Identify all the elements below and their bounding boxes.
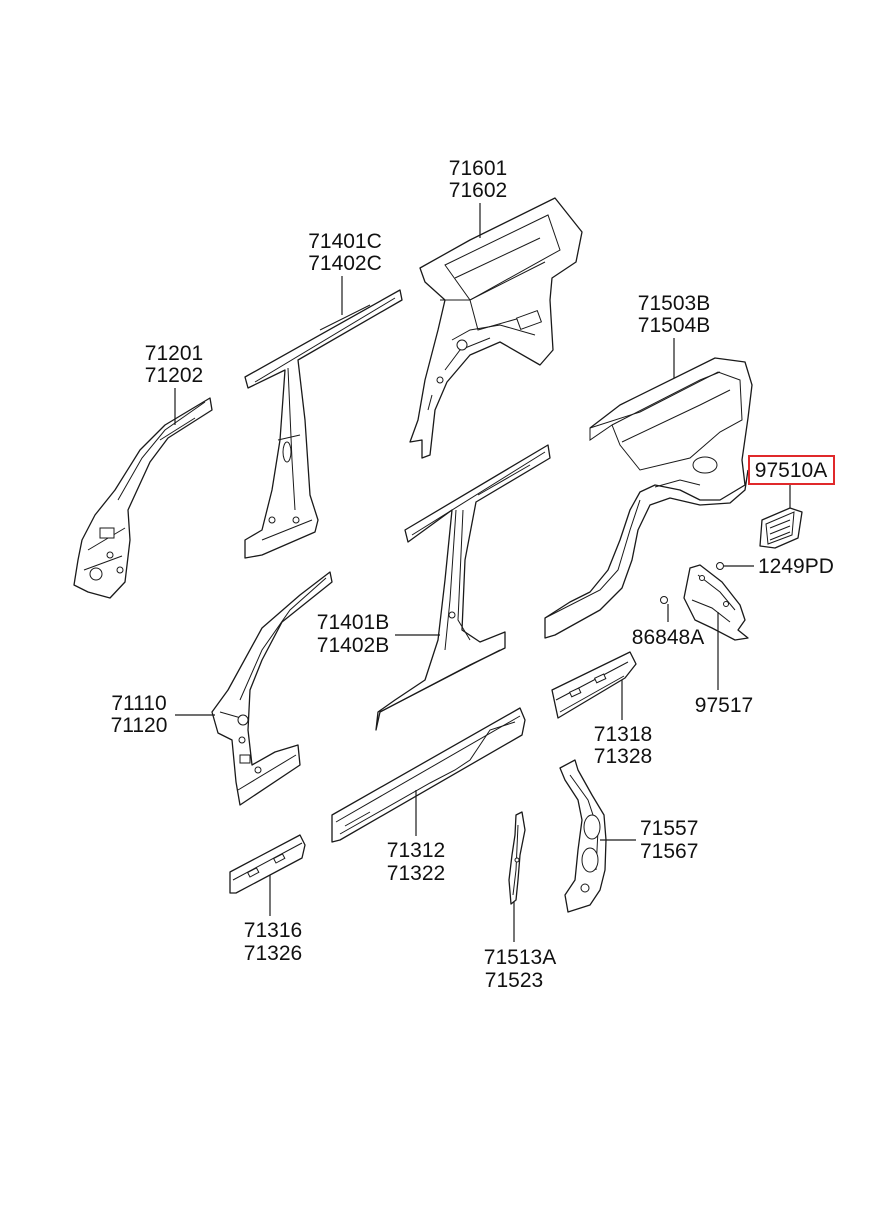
label-71318[interactable]: 71318 71328 (594, 723, 652, 768)
label-line: 71322 (387, 862, 445, 885)
label-1249PD[interactable]: 1249PD (758, 555, 834, 578)
label-line: 71201 (145, 342, 203, 365)
label-71557[interactable]: 71557 71567 (640, 817, 698, 863)
label-line: 71504B (638, 314, 710, 337)
label-line: 71567 (640, 840, 698, 863)
center-pillar-inner-drawing (244, 289, 403, 559)
label-86848A[interactable]: 86848A (632, 626, 704, 649)
label-line: 71316 (244, 919, 302, 942)
label-97510A[interactable]: 97510A (748, 455, 835, 485)
label-line: 86848A (632, 626, 704, 649)
label-71401B[interactable]: 71401B 71402B (317, 611, 389, 657)
label-71401C[interactable]: 71401C 71402C (308, 230, 382, 275)
label-71513A[interactable]: 71513A 71523 (484, 946, 556, 992)
side-sill-drawing (331, 707, 526, 843)
fuel-filler-housing-drawing (759, 507, 803, 549)
label-line: 97510A (755, 459, 827, 482)
label-line: 71326 (244, 942, 302, 965)
label-line: 71328 (594, 745, 652, 768)
label-71312[interactable]: 71312 71322 (387, 839, 445, 885)
label-71316[interactable]: 71316 71326 (244, 919, 302, 965)
sill-reinforcement-drawing (229, 834, 306, 894)
label-71201[interactable]: 71201 71202 (145, 342, 203, 387)
side-sill-rear-drawing (551, 651, 637, 719)
leader-lines (174, 203, 791, 942)
highlight-box (748, 455, 835, 485)
label-line: 71602 (449, 179, 507, 202)
quarter-inner-panel-drawing (409, 197, 583, 459)
label-71503B[interactable]: 71503B 71504B (638, 292, 710, 337)
quarter-outer-panel-drawing (544, 357, 753, 639)
pillar-extension-drawing (508, 811, 526, 905)
label-line: 71601 (449, 157, 507, 180)
label-71601[interactable]: 71601 71602 (449, 157, 507, 202)
label-71110[interactable]: 71110 71120 (111, 692, 168, 737)
label-line: 71312 (387, 839, 445, 862)
label-line: 71401C (308, 230, 382, 253)
label-line: 71503B (638, 292, 710, 315)
label-line: 97517 (695, 694, 753, 717)
front-pillar-outer-drawing (211, 571, 333, 806)
front-pillar-inner-drawing (73, 397, 213, 599)
label-line: 71401B (317, 611, 389, 634)
label-line: 71318 (594, 723, 652, 746)
label-line: 1249PD (758, 555, 834, 578)
label-line: 71513A (484, 946, 556, 969)
bracket-drawing (660, 562, 749, 641)
center-pillar-outer-drawing (375, 444, 551, 731)
label-line: 71402C (308, 252, 382, 275)
label-line: 71402B (317, 634, 389, 657)
wheel-house-inner-drawing (559, 759, 607, 913)
label-line: 71120 (111, 714, 168, 737)
label-line: 71523 (485, 969, 543, 992)
label-line: 71202 (145, 364, 203, 387)
label-97517[interactable]: 97517 (695, 694, 753, 717)
label-line: 71110 (111, 692, 166, 715)
label-line: 71557 (640, 817, 698, 840)
